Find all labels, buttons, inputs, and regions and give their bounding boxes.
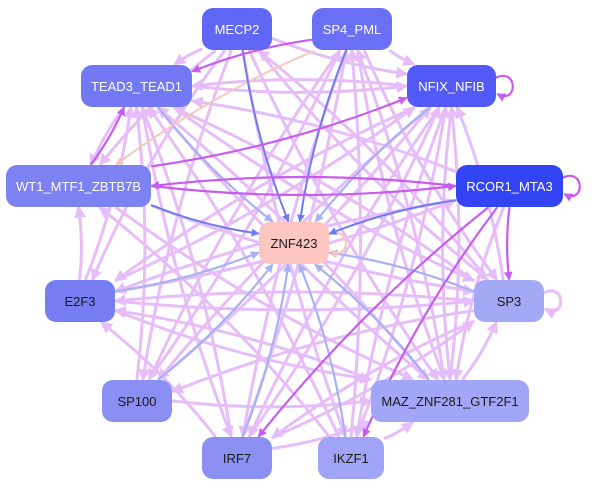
node-mecp2[interactable]: MECP2	[202, 8, 272, 50]
node-nfix-nfib[interactable]: NFIX_NFIB	[407, 65, 496, 107]
node-irf7[interactable]: IRF7	[202, 437, 272, 479]
edge-sp4-pml-to-wt1-mtf1-zbtb7b	[115, 50, 315, 165]
edge-e2f3-to-nfix-nfib	[114, 106, 416, 282]
edge-wt1-mtf1-zbtb7b-to-rcor1-mta3	[150, 182, 457, 197]
edge-sp3-to-sp3	[542, 289, 563, 320]
edge-ikzf1-to-sp4-pml	[346, 48, 362, 438]
edge-tead3-tead1-to-znf423	[157, 106, 274, 223]
edge-wt1-mtf1-zbtb7b-to-maz-znf281-gtf2f1	[115, 206, 415, 381]
edge-sp4-pml-to-tead3-tead1	[191, 38, 313, 73]
node-sp4-pml[interactable]: SP4_PML	[312, 8, 392, 50]
node-ikzf1[interactable]: IKZF1	[318, 437, 384, 479]
edge-rcor1-mta3-to-sp3	[503, 206, 513, 281]
edge-nfix-nfib-to-tead3-tead1	[190, 78, 408, 91]
edge-rcor1-mta3-to-irf7	[257, 206, 489, 438]
edge-e2f3-to-znf423	[114, 251, 260, 293]
edge-maz-znf281-gtf2f1-to-znf423	[314, 263, 430, 381]
edge-rcor1-mta3-to-rcor1-mta3	[561, 174, 581, 202]
edge-wt1-mtf1-zbtb7b-to-nfix-nfib	[150, 96, 408, 168]
node-maz-znf281-gtf2f1[interactable]: MAZ_ZNF281_GTF2F1	[371, 380, 529, 422]
edge-sp100-to-znf423	[157, 263, 274, 381]
edge-tead3-tead1-to-sp3	[173, 106, 476, 282]
edge-ikzf1-to-tead3-tead1	[147, 106, 340, 438]
node-sp100[interactable]: SP100	[102, 380, 172, 422]
edge-rcor1-mta3-to-tead3-tead1	[190, 96, 457, 173]
node-tead3-tead1[interactable]: TEAD3_TEAD1	[81, 65, 192, 107]
node-e2f3[interactable]: E2F3	[45, 280, 115, 322]
edge-e2f3-to-maz-znf281-gtf2f1	[114, 309, 373, 384]
edge-sp4-pml-to-nfix-nfib	[388, 49, 416, 66]
edge-maz-znf281-gtf2f1-to-sp4-pml	[355, 48, 446, 381]
edge-nfix-nfib-to-nfix-nfib	[494, 74, 514, 102]
edge-sp4-pml-to-znf423	[296, 50, 347, 223]
edge-irf7-to-tead3-tead1	[140, 105, 233, 438]
edge-maz-znf281-gtf2f1-to-sp3	[461, 320, 498, 381]
edge-e2f3-to-wt1-mtf1-zbtb7b	[74, 205, 87, 281]
edge-ikzf1-to-maz-znf281-gtf2f1	[383, 421, 414, 440]
edge-e2f3-to-sp3	[114, 295, 476, 312]
edge-mecp2-to-sp3	[257, 49, 489, 281]
edge-ikzf1-to-znf423	[298, 263, 347, 438]
edge-sp3-to-irf7	[271, 320, 475, 439]
edge-wt1-mtf1-zbtb7b-to-znf423	[151, 204, 260, 237]
edge-nfix-nfib-to-e2f3	[114, 106, 415, 282]
edge-sp3-to-e2f3	[113, 290, 475, 307]
edge-mecp2-to-znf423	[241, 50, 290, 223]
node-wt1-mtf1-zbtb7b[interactable]: WT1_MTF1_ZBTB7B	[6, 165, 151, 207]
edge-sp3-to-tead3-tead1	[172, 106, 475, 282]
edge-irf7-to-nfix-nfib	[248, 105, 441, 438]
edge-mecp2-to-maz-znf281-gtf2f1	[248, 49, 439, 381]
edge-irf7-to-znf423	[241, 263, 292, 438]
edge-nfix-nfib-to-irf7	[248, 106, 441, 439]
edge-rcor1-mta3-to-wt1-mtf1-zbtb7b	[150, 175, 457, 190]
edge-maz-znf281-gtf2f1-to-nfix-nfib	[446, 105, 461, 381]
edge-ikzf1-to-wt1-mtf1-zbtb7b	[98, 206, 331, 438]
edge-sp4-pml-to-maz-znf281-gtf2f1	[356, 49, 447, 382]
edge-nfix-nfib-to-maz-znf281-gtf2f1	[441, 106, 455, 382]
node-sp3[interactable]: SP3	[474, 280, 544, 322]
edge-mecp2-to-tead3-tead1	[173, 47, 203, 66]
edge-maz-znf281-gtf2f1-to-e2f3	[113, 306, 372, 381]
edge-sp100-to-sp4-pml	[148, 48, 341, 381]
edge-rcor1-mta3-to-znf423	[328, 199, 456, 235]
edge-sp3-to-znf423	[328, 249, 475, 293]
edge-tead3-tead1-to-nfix-nfib	[191, 81, 409, 94]
node-rcor1-mta3[interactable]: RCOR1_MTA3	[456, 165, 563, 207]
edge-nfix-nfib-to-znf423	[315, 106, 431, 223]
edge-wt1-mtf1-zbtb7b-to-tead3-tead1	[90, 106, 125, 166]
node-znf423[interactable]: ZNF423	[259, 222, 329, 264]
